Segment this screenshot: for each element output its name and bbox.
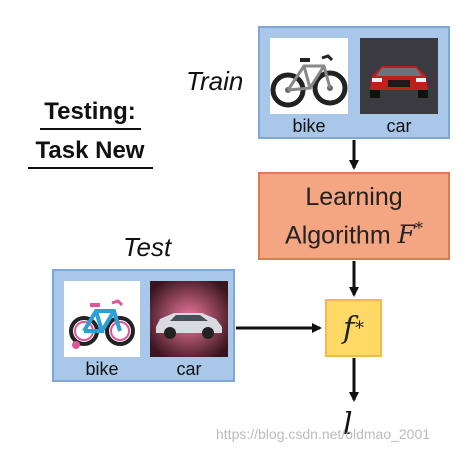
model-f-star-box: f* — [325, 299, 382, 357]
algorithm-symbol: F* — [397, 218, 423, 250]
test-panel: bike car — [52, 269, 235, 382]
watermark: https://blog.csdn.net/oldmao_2001 — [216, 426, 431, 442]
model-symbol: f — [342, 310, 355, 346]
test-bike-caption: bike — [85, 359, 119, 379]
train-car-caption: car — [386, 116, 412, 136]
algorithm-line-2: Algorithm F* — [285, 213, 423, 251]
train-label: Train — [186, 66, 244, 96]
train-bike-caption: bike — [292, 116, 326, 136]
output-label: l — [343, 407, 353, 442]
test-label: Test — [123, 232, 172, 262]
sedan-photo-icon — [150, 281, 228, 357]
title-line-2: Task New — [35, 137, 145, 164]
algorithm-line-1: Learning — [305, 182, 403, 211]
train-panel: bike car — [258, 26, 450, 139]
title-underline-1 — [40, 128, 141, 130]
kids-bike-photo-icon — [64, 281, 140, 357]
test-car-caption: car — [176, 359, 202, 379]
model-symbol-sup: * — [355, 317, 365, 339]
algorithm-symbol-sup: * — [414, 218, 423, 238]
algorithm-word: Algorithm — [285, 221, 391, 250]
algorithm-symbol-letter: F — [397, 220, 415, 250]
title-underline-2 — [28, 167, 153, 169]
learning-algorithm-box: Learning Algorithm F* — [258, 172, 450, 260]
title-line-1: Testing: — [44, 98, 136, 125]
bike-photo-icon — [270, 38, 348, 114]
car-photo-icon — [360, 38, 438, 114]
